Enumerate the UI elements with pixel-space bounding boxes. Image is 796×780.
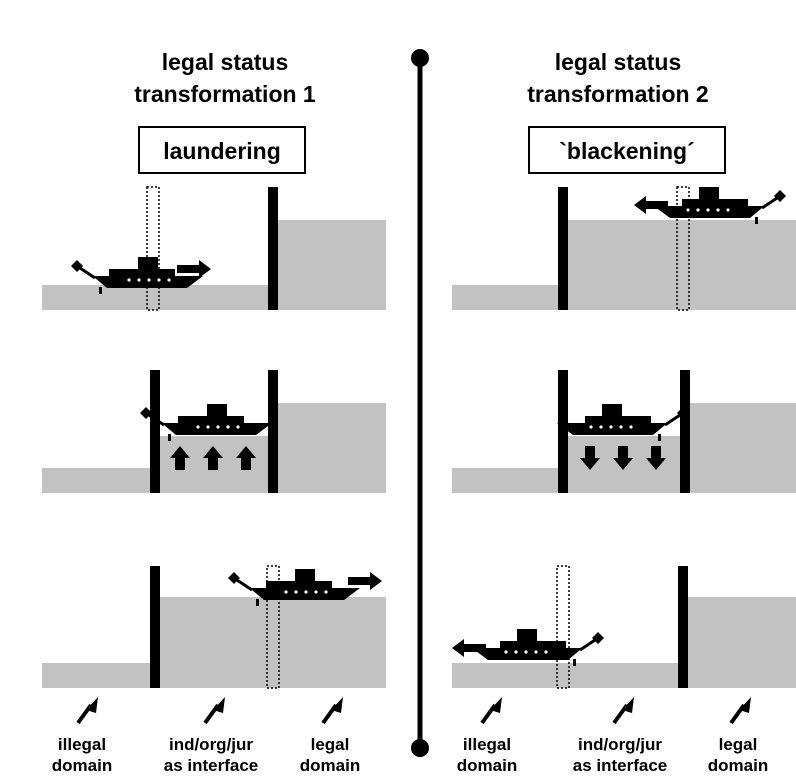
right-illegal-line2: domain: [457, 756, 517, 775]
left-row-2: [42, 370, 386, 493]
left-illegal-line2: domain: [52, 756, 112, 775]
water-low: [452, 285, 558, 310]
right-title-line2: transformation 2: [527, 81, 708, 107]
water-low: [42, 285, 270, 310]
pointer-arrow-icon: [76, 695, 100, 725]
lock-gate: [678, 566, 688, 688]
right-row-2: [452, 370, 796, 493]
right-interface-line1: ind/org/jur: [578, 735, 662, 754]
water-low: [452, 468, 558, 493]
left-title-line2: transformation 1: [134, 81, 316, 107]
water-high: [278, 403, 386, 493]
left-illegal-line1: illegal: [58, 735, 106, 754]
boat-icon: [557, 404, 689, 441]
open-gate-outline: [556, 565, 570, 689]
left-legal-line1: legal: [311, 735, 350, 754]
water-high: [278, 220, 386, 310]
right-row-1: [452, 186, 796, 311]
left-row-1: [42, 186, 386, 311]
water-low: [42, 468, 150, 493]
right-row-3: [452, 565, 796, 689]
arrow-right-icon: [177, 260, 211, 278]
open-gate-outline: [266, 565, 280, 689]
pointer-arrow-icon: [729, 695, 753, 725]
open-gate-outline: [676, 186, 690, 311]
left-interface-line2: as interface: [164, 756, 259, 775]
lock-gate: [558, 370, 568, 493]
right-legal-line1: legal: [719, 735, 758, 754]
lock-gate: [268, 187, 278, 310]
water-high: [688, 597, 796, 688]
lock-gate: [150, 566, 160, 688]
arrow-right-icon: [348, 572, 382, 590]
pointer-arrow-icon: [203, 695, 227, 725]
boat-icon: [472, 629, 604, 666]
water-high: [688, 403, 796, 493]
water-high: [160, 597, 386, 688]
right-title-line1: legal status: [555, 49, 682, 75]
left-interface-line1: ind/org/jur: [169, 735, 253, 754]
right-legal-line2: domain: [708, 756, 768, 775]
left-box: [138, 126, 306, 174]
center-divider: [411, 49, 429, 757]
left-box-label: laundering: [163, 138, 281, 164]
left-row-3: [42, 565, 386, 689]
pointer-arrow-icon: [321, 695, 345, 725]
right-panel: legal status transformation 2 `blackenin…: [452, 49, 796, 775]
pointer-arrow-icon: [480, 695, 504, 725]
right-illegal-line1: illegal: [463, 735, 511, 754]
pointer-arrow-icon: [612, 695, 636, 725]
water-low: [42, 663, 150, 688]
boat-icon: [654, 187, 786, 224]
lock-gate: [268, 370, 278, 493]
open-gate-outline: [146, 186, 160, 311]
left-panel: legal status transformation 1 laundering: [42, 49, 386, 775]
right-box: [528, 126, 726, 174]
right-box-label: `blackening´: [559, 138, 694, 164]
water-low: [452, 663, 678, 688]
lock-gate: [150, 370, 160, 493]
right-interface-line2: as interface: [573, 756, 668, 775]
lock-gate: [680, 370, 690, 493]
left-legal-line2: domain: [300, 756, 360, 775]
water-high: [568, 220, 796, 310]
lock-gate: [558, 187, 568, 310]
left-title-line1: legal status: [162, 49, 289, 75]
